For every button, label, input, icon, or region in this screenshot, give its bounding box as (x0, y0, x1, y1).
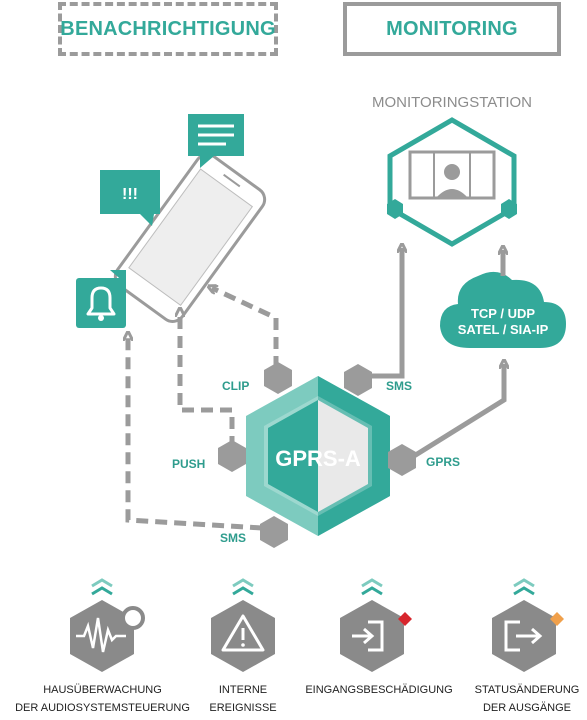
event-caption-audio-line2: DER AUDIOSYSTEMSTEUERUNG (15, 702, 190, 714)
event-caption-output-change: STATUSÄNDERUNG DER AUSGÄNGE (468, 681, 586, 717)
monitoring-station-title: MONITORINGSTATION (372, 94, 532, 111)
monitoring-header: MONITORING (343, 2, 561, 56)
bell-icon (76, 270, 126, 328)
alert-bubble-icon (100, 170, 160, 226)
warning-icon (221, 614, 265, 652)
event-caption-input-damage-line1: EINGANGSBESCHÄDIGUNG (305, 684, 453, 696)
notification-header: BENACHRICHTIGUNG (58, 2, 278, 56)
channel-label-clip: CLIP (222, 379, 249, 393)
event-caption-input-damage: EINGANGSBESCHÄDIGUNG (294, 681, 464, 699)
notification-header-label: BENACHRICHTIGUNG (60, 17, 276, 40)
message-bubble-icon (188, 114, 244, 168)
monitoring-header-label: MONITORING (386, 17, 518, 40)
cloud-icon (440, 271, 566, 348)
output-change-icon (504, 620, 543, 652)
channel-label-sms-monitor: SMS (386, 379, 412, 393)
event-caption-output-change-line1: STATUSÄNDERUNG (474, 684, 580, 696)
event-input-damage (340, 578, 412, 672)
smartphone-icon (113, 153, 267, 323)
input-damage-icon (352, 620, 384, 652)
audio-wave-icon (76, 617, 126, 653)
event-caption-output-change-line2: DER AUSGÄNGE (482, 702, 572, 714)
event-caption-internal: INTERNE EREIGNISSE (203, 681, 283, 717)
cloud-label-line1: TCP / UDP (471, 306, 535, 321)
event-internal (211, 578, 275, 672)
channel-label-sms-notify: SMS (220, 531, 246, 545)
event-caption-internal-line1: INTERNE (218, 684, 268, 696)
channel-label-gprs: GPRS (426, 455, 460, 469)
connector-nodes (218, 362, 416, 548)
connection-lines (128, 248, 504, 531)
cloud-label-line2: SATEL / SIA-IP (458, 322, 549, 337)
event-caption-internal-line2: EREIGNISSE (209, 702, 277, 714)
alert-bubble-text: !!! (122, 186, 138, 203)
monitoring-station-icon (387, 117, 517, 247)
gprs-module-label: GPRS-A (275, 446, 361, 471)
event-audio-monitoring (70, 578, 145, 672)
gprs-module (246, 376, 390, 536)
channel-label-push: PUSH (172, 457, 205, 471)
event-caption-audio: HAUSÜBERWACHUNG DER AUDIOSYSTEMSTEUERUNG (0, 681, 205, 717)
event-output-change (492, 578, 564, 672)
event-caption-audio-line1: HAUSÜBERWACHUNG (43, 684, 162, 696)
